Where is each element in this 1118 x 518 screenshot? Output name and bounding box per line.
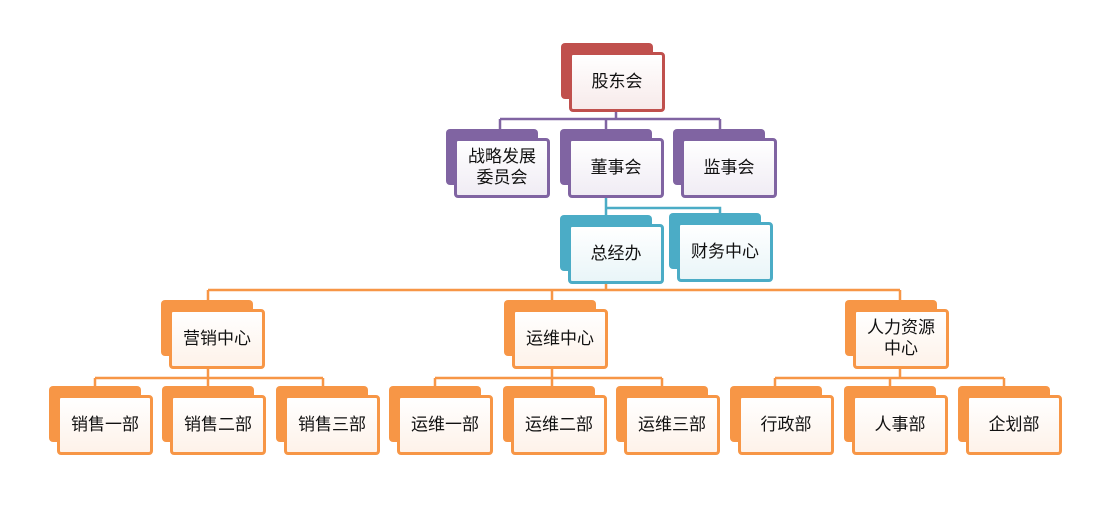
node-sales-1-label: 销售一部 bbox=[71, 414, 139, 435]
node-ops-center-label: 运维中心 bbox=[526, 328, 594, 349]
node-hr-center-label: 人力资源 中心 bbox=[867, 318, 935, 359]
connector-marketing-to-sales bbox=[93, 366, 325, 388]
node-supervisors-label: 监事会 bbox=[703, 157, 755, 178]
node-hr-center[interactable]: 人力资源 中心 bbox=[845, 300, 949, 369]
node-shareholders-label: 股东会 bbox=[591, 71, 643, 92]
connector-hr-to-depts bbox=[773, 366, 1006, 388]
node-strategy-committee-label: 战略发展 委员会 bbox=[468, 147, 536, 188]
node-ops-3-label: 运维三部 bbox=[638, 414, 706, 435]
node-ops-1[interactable]: 运维一部 bbox=[389, 386, 493, 455]
node-board[interactable]: 董事会 bbox=[560, 129, 664, 198]
node-sales-2[interactable]: 销售二部 bbox=[162, 386, 266, 455]
node-ops-2[interactable]: 运维二部 bbox=[503, 386, 607, 455]
node-shareholders[interactable]: 股东会 bbox=[561, 43, 665, 112]
node-board-label: 董事会 bbox=[590, 157, 642, 178]
node-planning[interactable]: 企划部 bbox=[958, 386, 1062, 455]
node-marketing-center[interactable]: 营销中心 bbox=[161, 300, 265, 369]
node-supervisors[interactable]: 监事会 bbox=[673, 129, 777, 198]
node-finance[interactable]: 财务中心 bbox=[669, 213, 773, 282]
connector-ops-to-teams bbox=[433, 366, 664, 388]
node-sales-2-label: 销售二部 bbox=[184, 414, 252, 435]
node-ops-2-label: 运维二部 bbox=[525, 414, 593, 435]
node-sales-3-label: 销售三部 bbox=[298, 414, 366, 435]
node-personnel-label: 人事部 bbox=[874, 414, 926, 435]
node-ops-3[interactable]: 运维三部 bbox=[616, 386, 720, 455]
node-ops-center[interactable]: 运维中心 bbox=[504, 300, 608, 369]
node-sales-1[interactable]: 销售一部 bbox=[49, 386, 153, 455]
node-planning-label: 企划部 bbox=[988, 414, 1040, 435]
node-marketing-center-label: 营销中心 bbox=[183, 328, 251, 349]
node-admin-label: 行政部 bbox=[760, 414, 812, 435]
node-personnel[interactable]: 人事部 bbox=[844, 386, 948, 455]
connector-gm-to-centers bbox=[206, 282, 902, 302]
node-gm-office-label: 总经办 bbox=[590, 243, 642, 264]
node-ops-1-label: 运维一部 bbox=[411, 414, 479, 435]
node-finance-label: 财务中心 bbox=[691, 241, 759, 262]
connector-shareholders-to-boards bbox=[498, 110, 722, 131]
node-sales-3[interactable]: 销售三部 bbox=[276, 386, 380, 455]
node-strategy-committee[interactable]: 战略发展 委员会 bbox=[446, 129, 550, 198]
node-gm-office[interactable]: 总经办 bbox=[560, 215, 664, 284]
node-admin[interactable]: 行政部 bbox=[730, 386, 834, 455]
